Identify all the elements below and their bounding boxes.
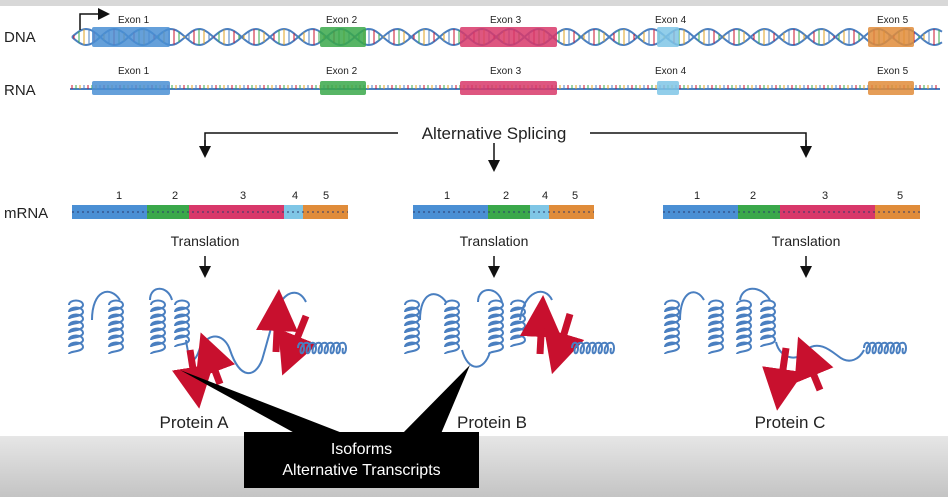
splicing-title: Alternative Splicing bbox=[422, 124, 567, 143]
dna-exon-2-label: Exon 2 bbox=[326, 15, 358, 26]
isoforms-callout: Isoforms Alternative Transcripts bbox=[244, 432, 479, 488]
mrna-b-num-1: 1 bbox=[444, 190, 450, 202]
promoter-arrow-icon bbox=[79, 8, 110, 30]
rna-exon-1-label: Exon 1 bbox=[118, 66, 150, 77]
dna-exon-3 bbox=[460, 27, 557, 47]
dna-exon-5 bbox=[868, 27, 914, 47]
mrna-transcript-a: 1 2 3 4 5 bbox=[72, 190, 348, 219]
protein-a-label: Protein A bbox=[160, 413, 230, 432]
dna-label: DNA bbox=[4, 29, 36, 46]
mrna-c-num-3: 3 bbox=[822, 190, 828, 202]
mrna-c-num-2: 2 bbox=[750, 190, 756, 202]
callout-pointer-right bbox=[400, 365, 470, 436]
dna-exon-3-label: Exon 3 bbox=[490, 15, 522, 26]
mrna-transcript-b: 1 2 4 5 bbox=[413, 190, 594, 219]
mrna-transcript-c: 1 2 3 5 bbox=[663, 190, 920, 219]
dna-exon-5-label: Exon 5 bbox=[877, 15, 909, 26]
dna-exons: Exon 1 Exon 2 Exon 3 Exon 4 Exon 5 bbox=[92, 15, 914, 47]
mrna-label: mRNA bbox=[4, 205, 48, 222]
protein-c-structure bbox=[664, 287, 908, 411]
protein-b-structure bbox=[404, 289, 616, 375]
mrna-a-num-1: 1 bbox=[116, 190, 122, 202]
rna-exon-5 bbox=[868, 81, 914, 95]
translation-label-a: Translation bbox=[171, 233, 240, 249]
mrna-a-num-3: 3 bbox=[240, 190, 246, 202]
mrna-c-num-1: 1 bbox=[694, 190, 700, 202]
callout-line-2: Alternative Transcripts bbox=[282, 462, 441, 479]
mrna-b-num-4: 4 bbox=[542, 190, 548, 202]
rna-exon-2 bbox=[320, 81, 366, 95]
dna-exon-4 bbox=[657, 27, 679, 47]
rna-exon-3 bbox=[460, 81, 557, 95]
top-edge bbox=[0, 0, 948, 6]
protein-b-label: Protein B bbox=[457, 413, 527, 432]
rna-exon-1 bbox=[92, 81, 170, 95]
mrna-a-num-2: 2 bbox=[172, 190, 178, 202]
mrna-b-num-2: 2 bbox=[503, 190, 509, 202]
mrna-b-num-5: 5 bbox=[572, 190, 578, 202]
dna-exon-4-label: Exon 4 bbox=[655, 15, 687, 26]
mrna-c-num-5: 5 bbox=[897, 190, 903, 202]
rna-exon-3-label: Exon 3 bbox=[490, 66, 522, 77]
rna-exon-4-label: Exon 4 bbox=[655, 66, 687, 77]
protein-c-label: Protein C bbox=[755, 413, 826, 432]
rna-exon-2-label: Exon 2 bbox=[326, 66, 358, 77]
rna-exon-4 bbox=[657, 81, 679, 95]
rna-label: RNA bbox=[4, 82, 36, 99]
rna-exon-5-label: Exon 5 bbox=[877, 66, 909, 77]
translation-label-b: Translation bbox=[460, 233, 529, 249]
dna-exon-2 bbox=[320, 27, 366, 47]
dna-exon-1-label: Exon 1 bbox=[118, 15, 150, 26]
rna-exons: Exon 1 Exon 2 Exon 3 Exon 4 Exon 5 bbox=[92, 66, 914, 95]
dna-exon-1 bbox=[92, 27, 170, 47]
protein-a-structure bbox=[68, 287, 348, 409]
callout-line-1: Isoforms bbox=[330, 441, 393, 458]
mrna-a-num-5: 5 bbox=[323, 190, 329, 202]
mrna-a-num-4: 4 bbox=[292, 190, 298, 202]
callout-pointer-left bbox=[180, 370, 350, 436]
splicing-bracket: Alternative Splicing bbox=[199, 124, 812, 172]
translation-label-c: Translation bbox=[772, 233, 841, 249]
